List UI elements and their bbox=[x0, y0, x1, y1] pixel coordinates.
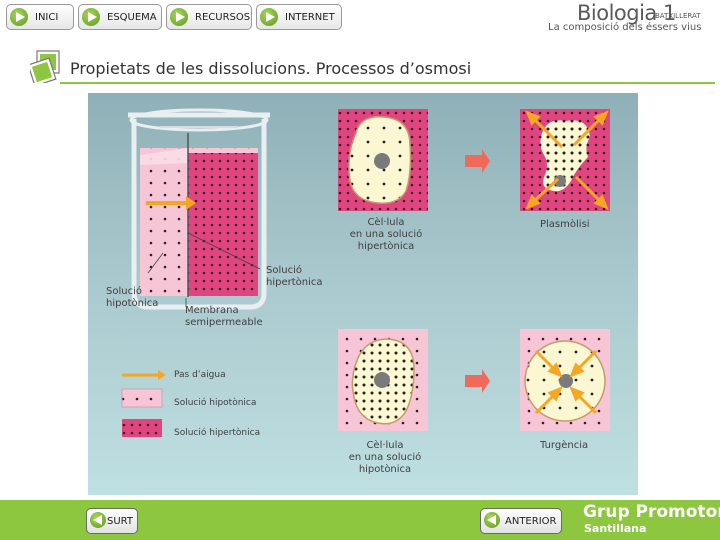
previous-button[interactable]: ANTERIOR bbox=[480, 508, 562, 534]
play-arrow-icon bbox=[170, 8, 188, 26]
slide-icon bbox=[30, 50, 60, 83]
nav-label: ESQUEMA bbox=[107, 12, 157, 23]
legend-hyper-swatch bbox=[122, 419, 162, 437]
publisher-logo: Grup Promotor bbox=[583, 502, 720, 522]
brand-sub: BATXILLERAT bbox=[655, 12, 701, 20]
cell-in-hypotonic bbox=[338, 329, 428, 431]
nav-label: RECURSOS bbox=[195, 12, 251, 23]
label-turgor: Turgència bbox=[540, 440, 589, 451]
legend-hyper-label: Solució hipertònica bbox=[174, 428, 261, 438]
legend-hypo-swatch bbox=[121, 388, 163, 408]
title-divider bbox=[60, 82, 715, 84]
legend-water-swatch bbox=[122, 370, 166, 380]
beaker bbox=[128, 108, 270, 310]
cell-in-hypertonic bbox=[338, 109, 428, 211]
play-arrow-icon bbox=[10, 8, 28, 26]
cell-plasmolysis bbox=[520, 109, 610, 211]
nav-button-internet[interactable]: INTERNET bbox=[256, 4, 342, 30]
cell-turgor bbox=[520, 329, 610, 431]
page-title: Propietats de les dissolucions. Processo… bbox=[70, 59, 472, 78]
exit-label: SURT bbox=[107, 516, 133, 527]
play-arrow-icon bbox=[82, 8, 100, 26]
nav-button-inici[interactable]: INICI bbox=[6, 4, 74, 30]
label-plasmolysis: Plasmòlisi bbox=[540, 219, 590, 230]
play-arrow-icon bbox=[260, 8, 278, 26]
legend-water-label: Pas d’aigua bbox=[174, 370, 226, 380]
exit-button[interactable]: SURT bbox=[86, 508, 138, 534]
brand-title: Biologia 1 bbox=[577, 1, 676, 25]
nav-label: INICI bbox=[35, 12, 59, 23]
legend-hypo-label: Solució hipotònica bbox=[174, 398, 257, 408]
osmosis-illustration bbox=[121, 108, 610, 437]
nav-button-esquema[interactable]: ESQUEMA bbox=[78, 4, 162, 30]
nav-label: INTERNET bbox=[285, 12, 335, 23]
previous-label: ANTERIOR bbox=[505, 516, 557, 527]
nav-button-recursos[interactable]: RECURSOS bbox=[166, 4, 252, 30]
section-subtitle: La composició dels éssers vius bbox=[548, 22, 702, 33]
back-arrow-icon bbox=[484, 512, 500, 528]
publisher-sub: Santillana bbox=[584, 522, 647, 535]
back-arrow-icon bbox=[90, 512, 106, 528]
